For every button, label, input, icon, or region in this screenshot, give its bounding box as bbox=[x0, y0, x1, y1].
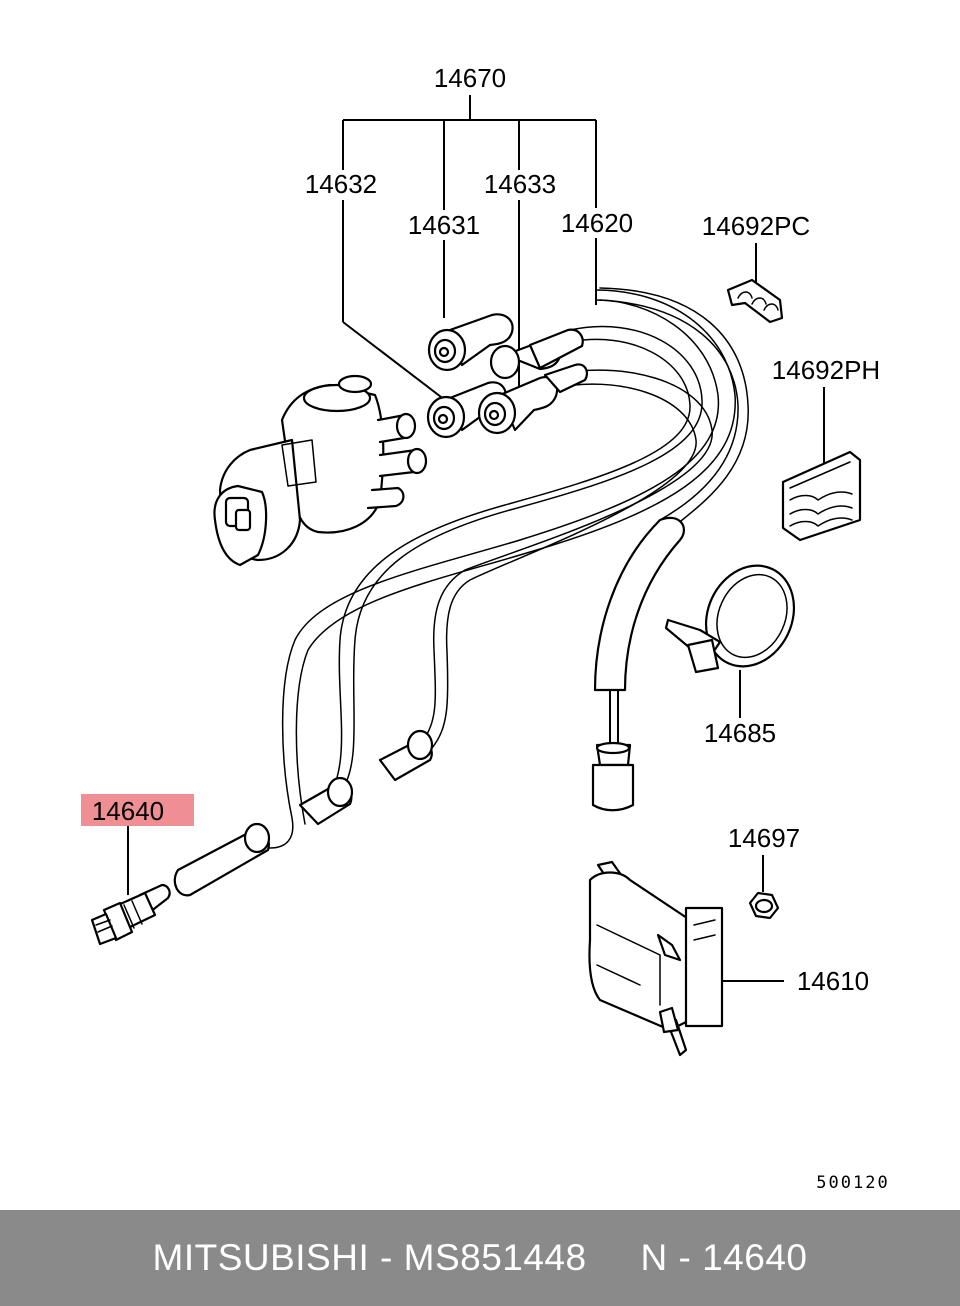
nut-part bbox=[748, 891, 780, 920]
label-14620: 14620 bbox=[561, 208, 633, 238]
label-14685: 14685 bbox=[704, 718, 776, 748]
ignition-cables bbox=[269, 287, 749, 849]
label-14692PH: 14692PH bbox=[772, 355, 880, 385]
parts-diagram: 14670 14632 14633 14631 14620 14692PC 14… bbox=[81, 63, 889, 1193]
diagram-canvas: 14670 14632 14633 14631 14620 14692PC 14… bbox=[81, 63, 889, 1193]
label-14670: 14670 bbox=[434, 63, 506, 93]
clamp-ph-part bbox=[781, 450, 862, 542]
band-part bbox=[664, 564, 796, 674]
spark-plug-part bbox=[90, 883, 171, 946]
clamp-pc-part bbox=[726, 278, 784, 324]
label-14631: 14631 bbox=[408, 210, 480, 240]
ignition-coil-part bbox=[588, 860, 724, 1057]
spark-plug-boots bbox=[173, 729, 434, 897]
footer-part-info: MITSUBISHI - MS851448 N - 14640 bbox=[152, 1237, 808, 1278]
coil-lead bbox=[591, 516, 685, 812]
label-14692PC: 14692PC bbox=[702, 211, 810, 241]
diagram-code: 500120 bbox=[816, 1173, 889, 1193]
cable-boots-top bbox=[426, 313, 589, 439]
label-14632: 14632 bbox=[305, 169, 377, 199]
distributor-cap bbox=[213, 374, 428, 567]
label-14633: 14633 bbox=[484, 169, 556, 199]
leader-lines bbox=[127, 95, 825, 982]
footer-bar: MITSUBISHI - MS851448 N - 14640 bbox=[0, 1210, 960, 1306]
highlight-14640 bbox=[81, 794, 194, 826]
label-14610: 14610 bbox=[797, 966, 869, 996]
label-14640: 14640 bbox=[92, 796, 164, 826]
label-14697: 14697 bbox=[728, 823, 800, 853]
